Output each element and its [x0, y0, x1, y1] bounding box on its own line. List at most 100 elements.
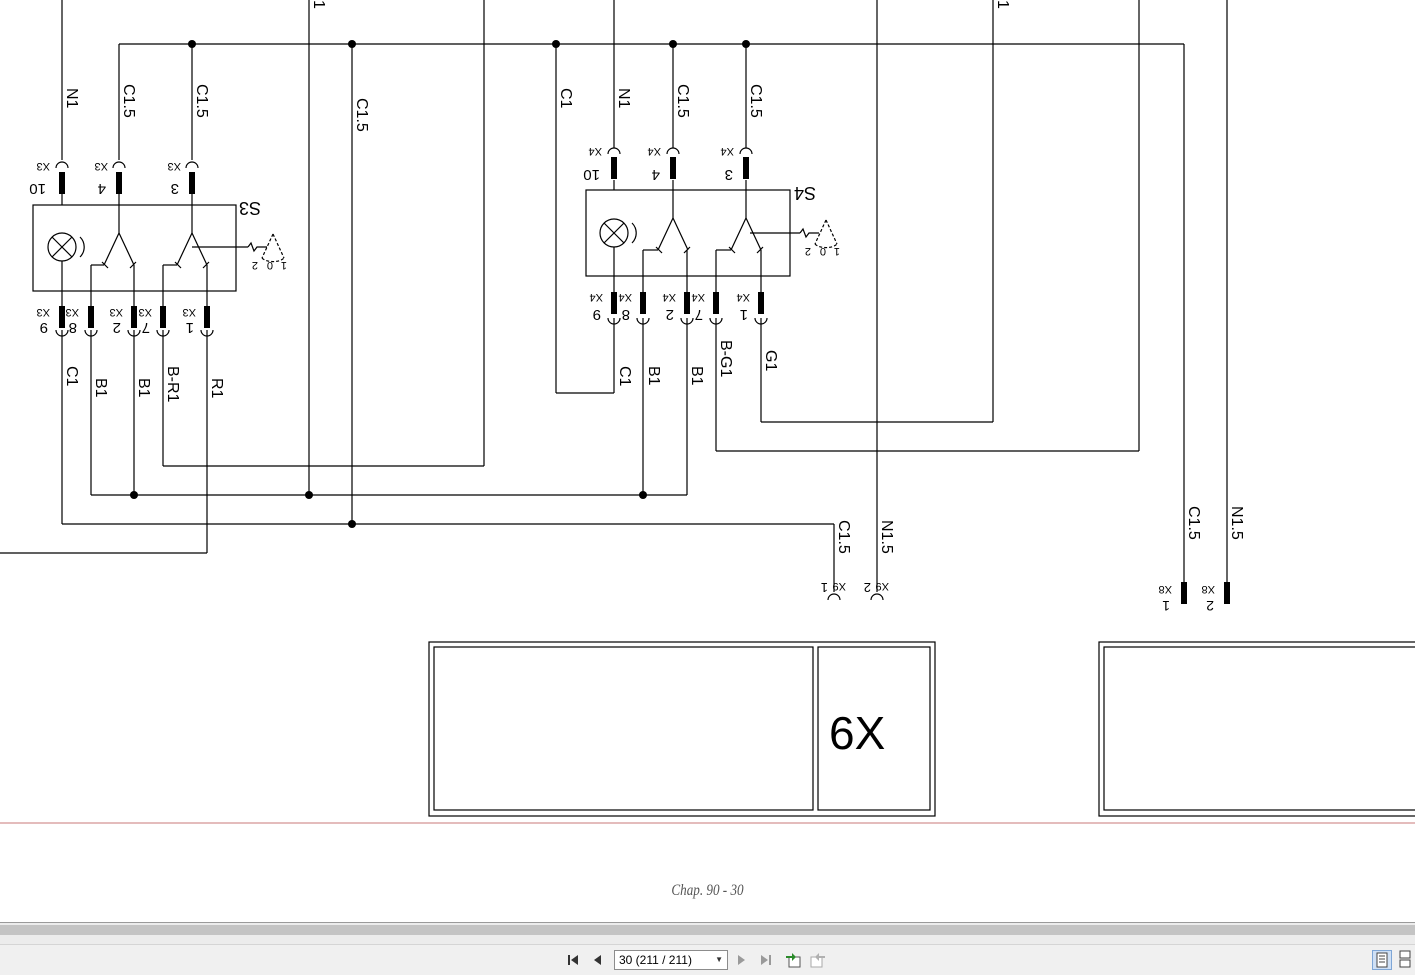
next-page-icon[interactable] — [731, 950, 751, 970]
pin-label: 8 — [622, 306, 630, 323]
s3-conn-labels: X3 X3 X3 X3 X3 X3 X3 X3 — [37, 160, 196, 318]
wire-label: B1 — [645, 366, 662, 386]
continuous-page-view-icon[interactable] — [1396, 950, 1415, 970]
junction-dots — [130, 40, 750, 528]
s4-wire-labels: C1 B1 B1 B-G1 G1 — [616, 340, 779, 387]
wire-label: C1.5 — [835, 520, 852, 554]
conn-label: X4 — [692, 291, 705, 303]
switch-s3: S3 1 0 2 — [32, 198, 287, 306]
pin-label: 2 — [1206, 598, 1214, 614]
s4-dial-0: 0 — [820, 245, 826, 257]
previous-page-icon[interactable] — [588, 950, 608, 970]
connector-x8: C1.5 N1.5 X8 X8 1 2 — [1159, 506, 1245, 614]
pin-label: 2 — [864, 580, 871, 595]
connector-terminals — [55, 147, 1230, 604]
pin-label: 2 — [666, 306, 674, 323]
s3-dial-1: 1 — [281, 259, 287, 271]
navigation-toolbar: 30 (211 / 211) ▼ — [0, 944, 1415, 975]
wire-label: C1 — [557, 88, 574, 109]
wire-label: C1 — [616, 366, 633, 387]
wire-label: N1 — [63, 88, 80, 109]
conn-label: X4 — [663, 291, 676, 303]
pin-label: 1 — [1162, 598, 1170, 614]
wire-label: C1.5 — [353, 98, 370, 132]
wire-label: G1 — [762, 350, 779, 371]
pin-label: 2 — [113, 319, 121, 336]
wire-label-cropped: 1 — [310, 0, 327, 9]
conn-label: X3 — [139, 306, 152, 318]
wiring-schematic: S3 1 0 2 — [0, 0, 1415, 824]
first-page-icon[interactable] — [564, 950, 584, 970]
wire-label: B1 — [92, 378, 109, 398]
conn-label: X4 — [619, 291, 632, 303]
s4-pin-labels: 10 4 3 9 8 2 7 1 — [583, 166, 748, 323]
s3-dial-0: 0 — [267, 259, 273, 271]
page-number-value: 30 (211 / 211) — [619, 953, 692, 967]
wire-label: C1 — [63, 366, 80, 387]
horizontal-scrollbar[interactable] — [0, 922, 1415, 945]
wire-label: R1 — [208, 378, 225, 399]
conn-label: X3 — [168, 160, 181, 172]
connector-x9: C1.5 N1.5 X9 X9 1 2 — [821, 520, 895, 595]
wire-label: C1.5 — [120, 84, 137, 118]
wire-label: C1.5 — [1185, 506, 1202, 540]
conn-label: X3 — [66, 306, 79, 318]
chevron-down-icon: ▼ — [715, 955, 723, 964]
conn-label: X8 — [1202, 583, 1215, 595]
pin-label: 1 — [740, 306, 748, 323]
pin-label: 1 — [821, 580, 828, 595]
pin-label: 7 — [695, 306, 703, 323]
s3-pin-labels: 10 4 3 9 8 2 7 1 — [29, 180, 194, 336]
conn-label: X3 — [183, 306, 196, 318]
pin-label: 8 — [69, 319, 77, 336]
conn-label: X3 — [95, 160, 108, 172]
pin-label: 1 — [186, 319, 194, 336]
switch-s4: S4 1 0 2 — [585, 183, 840, 292]
wire-label: N1.5 — [1228, 506, 1245, 540]
wire-label: C1.5 — [193, 84, 210, 118]
last-page-icon[interactable] — [756, 950, 776, 970]
s3-dial-2: 2 — [252, 259, 258, 271]
go-back-icon[interactable] — [783, 950, 803, 970]
s4-dial-1: 1 — [834, 245, 840, 257]
pin-label: 9 — [593, 306, 601, 323]
pin-label: 10 — [583, 166, 600, 183]
conn-label: X4 — [737, 291, 750, 303]
conn-label: X4 — [590, 291, 603, 303]
pin-label: 9 — [40, 319, 48, 336]
s4-label: S4 — [794, 183, 816, 203]
pin-label: 7 — [142, 319, 150, 336]
conn-label: X9 — [833, 580, 846, 592]
conn-label: X3 — [110, 306, 123, 318]
s3-label: S3 — [239, 198, 261, 218]
s4-conn-labels: X4 X4 X4 X4 X4 X4 X4 X4 — [589, 145, 750, 303]
title-blocks — [428, 641, 1415, 817]
wire-label: N1 — [615, 88, 632, 109]
single-page-view-icon[interactable] — [1372, 950, 1392, 970]
wire-label: C1.5 — [674, 84, 691, 118]
scrollbar-thumb[interactable] — [0, 925, 1415, 935]
go-forward-icon[interactable] — [808, 950, 828, 970]
wire-label: B1 — [688, 366, 705, 386]
s3-wire-labels: C1 B1 B1 B-R1 R1 — [63, 366, 225, 403]
s4-dial-2: 2 — [805, 245, 811, 257]
top-wire-labels: N1 C1.5 C1.5 C1.5 C1 N1 C1.5 C1.5 1 1 — [63, 0, 1011, 132]
title-block-label: 6X — [829, 707, 885, 759]
conn-label: X3 — [37, 306, 50, 318]
wire-label: C1.5 — [747, 84, 764, 118]
pin-label: 3 — [725, 166, 733, 183]
pin-label: 4 — [652, 166, 660, 183]
wire-label: B-R1 — [164, 366, 181, 403]
conn-label: X4 — [589, 145, 602, 157]
conn-label: X9 — [876, 580, 889, 592]
page-footer: Chap. 90 - 30 — [671, 882, 744, 899]
wires — [0, 0, 1228, 592]
wire-label: B1 — [135, 378, 152, 398]
conn-label: X4 — [648, 145, 661, 157]
conn-label: X3 — [37, 160, 50, 172]
document-page: S3 1 0 2 — [0, 0, 1415, 899]
pin-label: 3 — [171, 180, 179, 197]
conn-label: X8 — [1159, 583, 1172, 595]
page-number-select[interactable]: 30 (211 / 211) ▼ — [614, 950, 728, 970]
wire-label: N1.5 — [878, 520, 895, 554]
